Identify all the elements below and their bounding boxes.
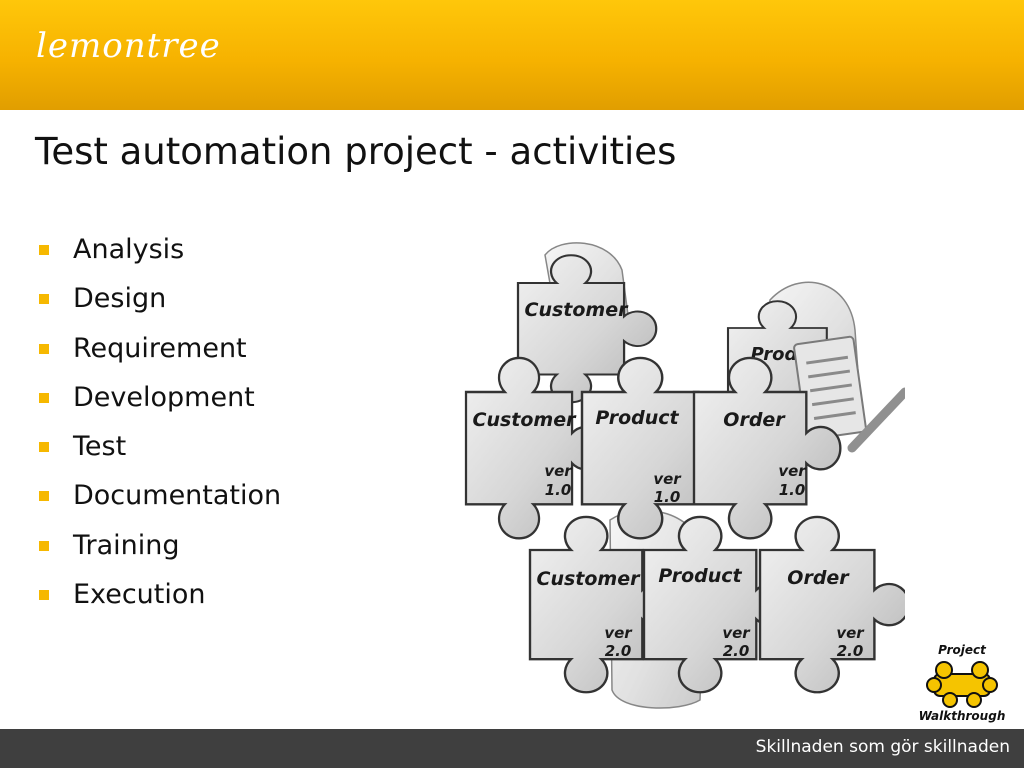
bullet-text: Development: [73, 381, 255, 413]
bullet-text: Design: [73, 283, 167, 315]
bullet-square-icon: [39, 392, 49, 403]
puzzle-label: Order: [787, 567, 850, 589]
puzzle-label: Customer: [473, 409, 578, 431]
version-number: 1.0: [545, 481, 572, 499]
version-label: ver: [653, 470, 682, 488]
footer-bar: Skillnaden som gör skillnaden: [0, 729, 1024, 768]
bullet-square-icon: [39, 294, 49, 305]
puzzle-label: Customer: [525, 299, 630, 321]
bullet-square-icon: [39, 442, 49, 453]
puzzle-piece: [758, 515, 905, 694]
bullet-square-icon: [39, 540, 49, 551]
list-item: Documentation: [36, 475, 281, 524]
bullet-text: Training: [73, 529, 180, 561]
list-item: Execution: [36, 574, 281, 623]
version-label: ver: [544, 462, 573, 480]
slide-title: Test automation project - activities: [35, 130, 677, 173]
list-item: Test: [36, 426, 281, 475]
project-walkthrough-badge: Project Walkthrough: [919, 643, 1006, 723]
version-label: ver: [604, 624, 633, 642]
bullet-square-icon: [39, 343, 49, 354]
bullet-square-icon: [39, 245, 49, 255]
puzzle-label: Customer: [537, 568, 642, 590]
list-item: Training: [36, 525, 281, 574]
bullet-text: Test: [73, 431, 127, 463]
version-label: ver: [836, 624, 865, 642]
list-item: Analysis: [36, 229, 281, 278]
version-number: 1.0: [654, 488, 681, 506]
puzzle-icon: [926, 661, 998, 708]
bullet-text: Analysis: [73, 234, 185, 265]
lemontree-logo: lemontree: [36, 26, 221, 66]
bullet-square-icon: [39, 590, 49, 601]
puzzle-label: Order: [723, 409, 786, 431]
header-banner: lemontree: [0, 0, 1024, 110]
puzzle-label: Product: [595, 407, 679, 429]
list-item: Design: [36, 278, 281, 327]
footer-tagline: Skillnaden som gör skillnaden: [755, 737, 1010, 757]
list-item: Development: [36, 377, 281, 426]
list-item: Requirement: [36, 328, 281, 377]
version-number: 2.0: [837, 642, 864, 660]
puzzle-label: Product: [658, 565, 742, 587]
badge-bottom-label: Walkthrough: [919, 709, 1006, 723]
version-number: 2.0: [605, 642, 632, 660]
version-label: ver: [778, 462, 807, 480]
bullet-text: Documentation: [73, 480, 282, 512]
version-number: 1.0: [779, 481, 806, 499]
version-number: 2.0: [723, 642, 750, 660]
bullet-text: Execution: [73, 579, 206, 611]
bullet-text: Requirement: [73, 332, 247, 364]
bullet-list: Analysis Design Requirement Development …: [36, 229, 281, 623]
badge-top-label: Project: [938, 643, 987, 657]
version-label: ver: [722, 624, 751, 642]
puzzle-illustration: Customer Product Customer ver 1.0 Produc…: [464, 242, 905, 709]
bullet-square-icon: [39, 491, 49, 502]
